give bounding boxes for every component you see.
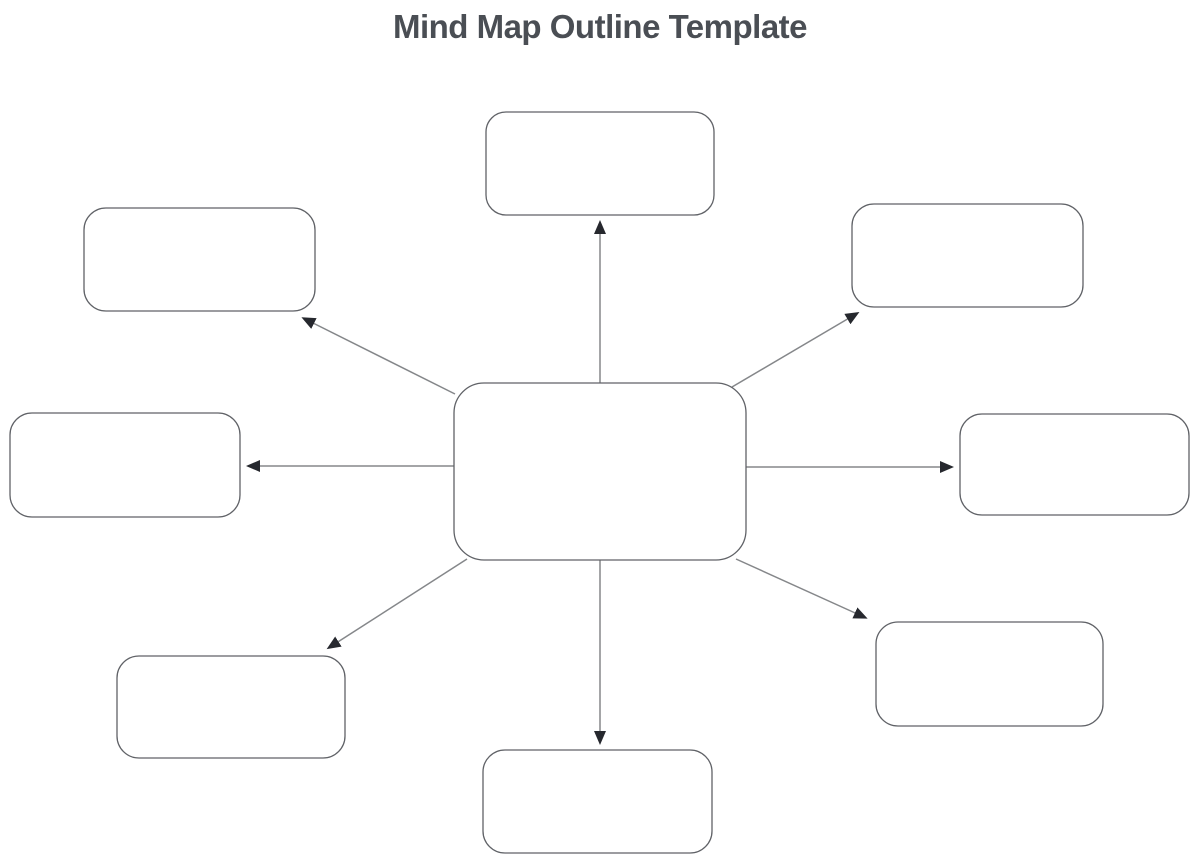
branch-node-top[interactable]	[485, 111, 715, 216]
branch-node-top-right-shape[interactable]	[851, 203, 1084, 308]
center-node-shape[interactable]	[453, 382, 747, 561]
connector-arrow-bottom-right	[735, 558, 868, 619]
branch-node-bottom-right[interactable]	[875, 621, 1104, 727]
page-title: Mind Map Outline Template	[392, 8, 808, 45]
branch-node-top-left-shape[interactable]	[83, 207, 316, 312]
branch-node-right-shape[interactable]	[959, 413, 1190, 516]
branch-node-right[interactable]	[959, 413, 1190, 516]
center-node[interactable]	[453, 382, 747, 561]
connector-group	[246, 220, 954, 745]
branch-node-top-shape[interactable]	[485, 111, 715, 216]
branch-node-left[interactable]	[9, 412, 241, 518]
branch-node-bottom-right-shape[interactable]	[875, 621, 1104, 727]
connector-arrow-top-right	[731, 311, 860, 388]
connector-arrow-top-left	[301, 317, 456, 395]
branch-node-bottom-left[interactable]	[116, 655, 346, 759]
branch-node-bottom-left-shape[interactable]	[116, 655, 346, 759]
branch-node-top-left[interactable]	[83, 207, 316, 312]
branch-node-bottom-shape[interactable]	[482, 749, 713, 854]
branch-node-left-shape[interactable]	[9, 412, 241, 518]
branch-node-bottom[interactable]	[482, 749, 713, 854]
branch-node-top-right[interactable]	[851, 203, 1084, 308]
connector-arrow-bottom-left	[326, 558, 468, 650]
